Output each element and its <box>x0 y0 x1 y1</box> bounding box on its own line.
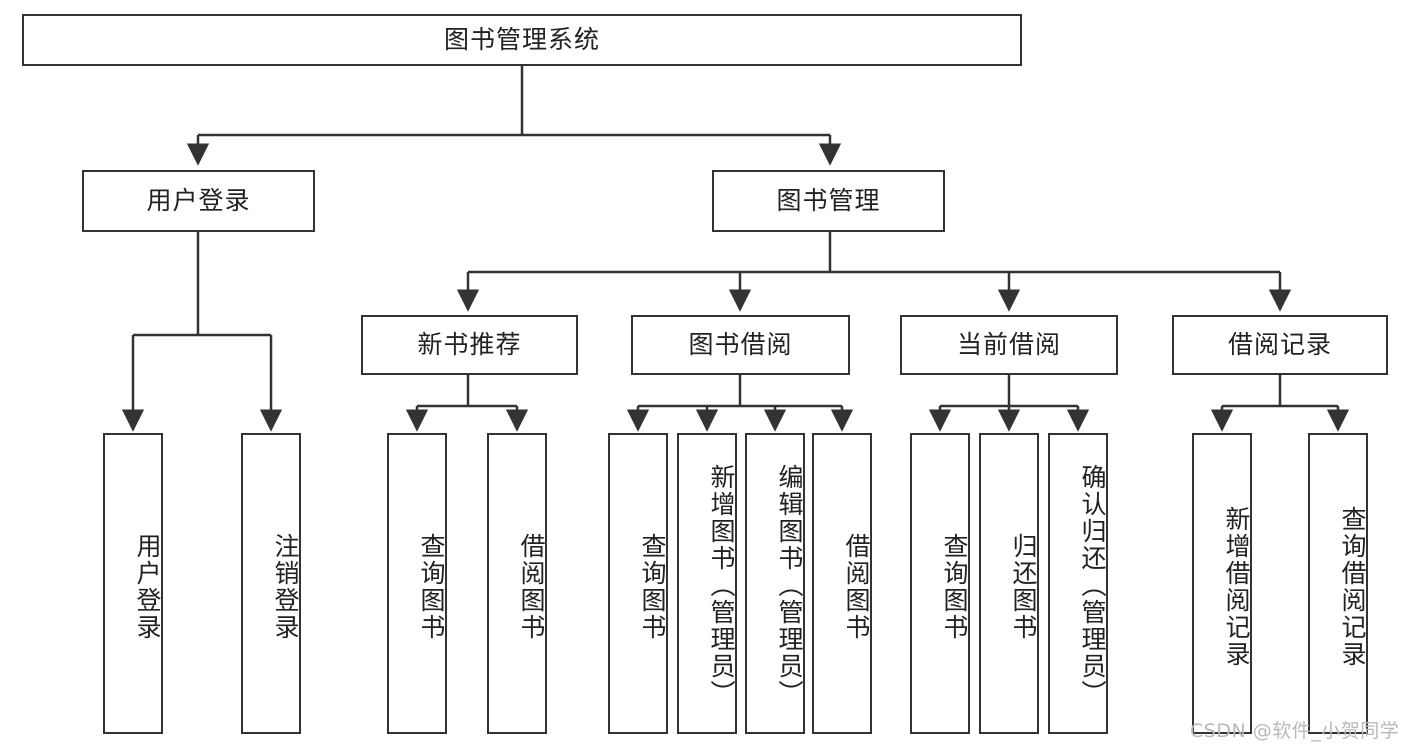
node-book-borrowing[interactable]: 图书借阅 <box>631 315 850 375</box>
leaf-query-book-borrowing[interactable]: 查询图书 <box>608 433 668 734</box>
leaf-edit-book-admin[interactable]: 编辑图书（管理员） <box>745 433 805 734</box>
node-book-management[interactable]: 图书管理 <box>712 170 945 232</box>
leaf-user-login[interactable]: 用户登录 <box>103 433 163 734</box>
leaf-confirm-return-admin[interactable]: 确认归还（管理员） <box>1048 433 1108 734</box>
node-user-login[interactable]: 用户登录 <box>82 170 315 232</box>
leaf-query-book-current[interactable]: 查询图书 <box>910 433 970 734</box>
node-current-borrowing[interactable]: 当前借阅 <box>900 315 1118 375</box>
csdn-watermark: CSDN @软件_小贺同学 <box>1190 720 1400 742</box>
leaf-query-book-recommendation[interactable]: 查询图书 <box>387 433 447 734</box>
node-new-book-recommendation[interactable]: 新书推荐 <box>361 315 578 375</box>
leaf-return-book[interactable]: 归还图书 <box>979 433 1039 734</box>
node-root-book-management-system[interactable]: 图书管理系统 <box>22 14 1022 66</box>
leaf-user-logout[interactable]: 注销登录 <box>241 433 301 734</box>
leaf-add-book-admin[interactable]: 新增图书（管理员） <box>677 433 737 734</box>
leaf-add-borrowing-record[interactable]: 新增借阅记录 <box>1192 433 1252 734</box>
leaf-borrow-book-recommendation[interactable]: 借阅图书 <box>487 433 547 734</box>
leaf-borrow-book-borrowing[interactable]: 借阅图书 <box>812 433 872 734</box>
node-borrowing-record[interactable]: 借阅记录 <box>1172 315 1388 375</box>
leaf-query-borrowing-record[interactable]: 查询借阅记录 <box>1308 433 1368 734</box>
